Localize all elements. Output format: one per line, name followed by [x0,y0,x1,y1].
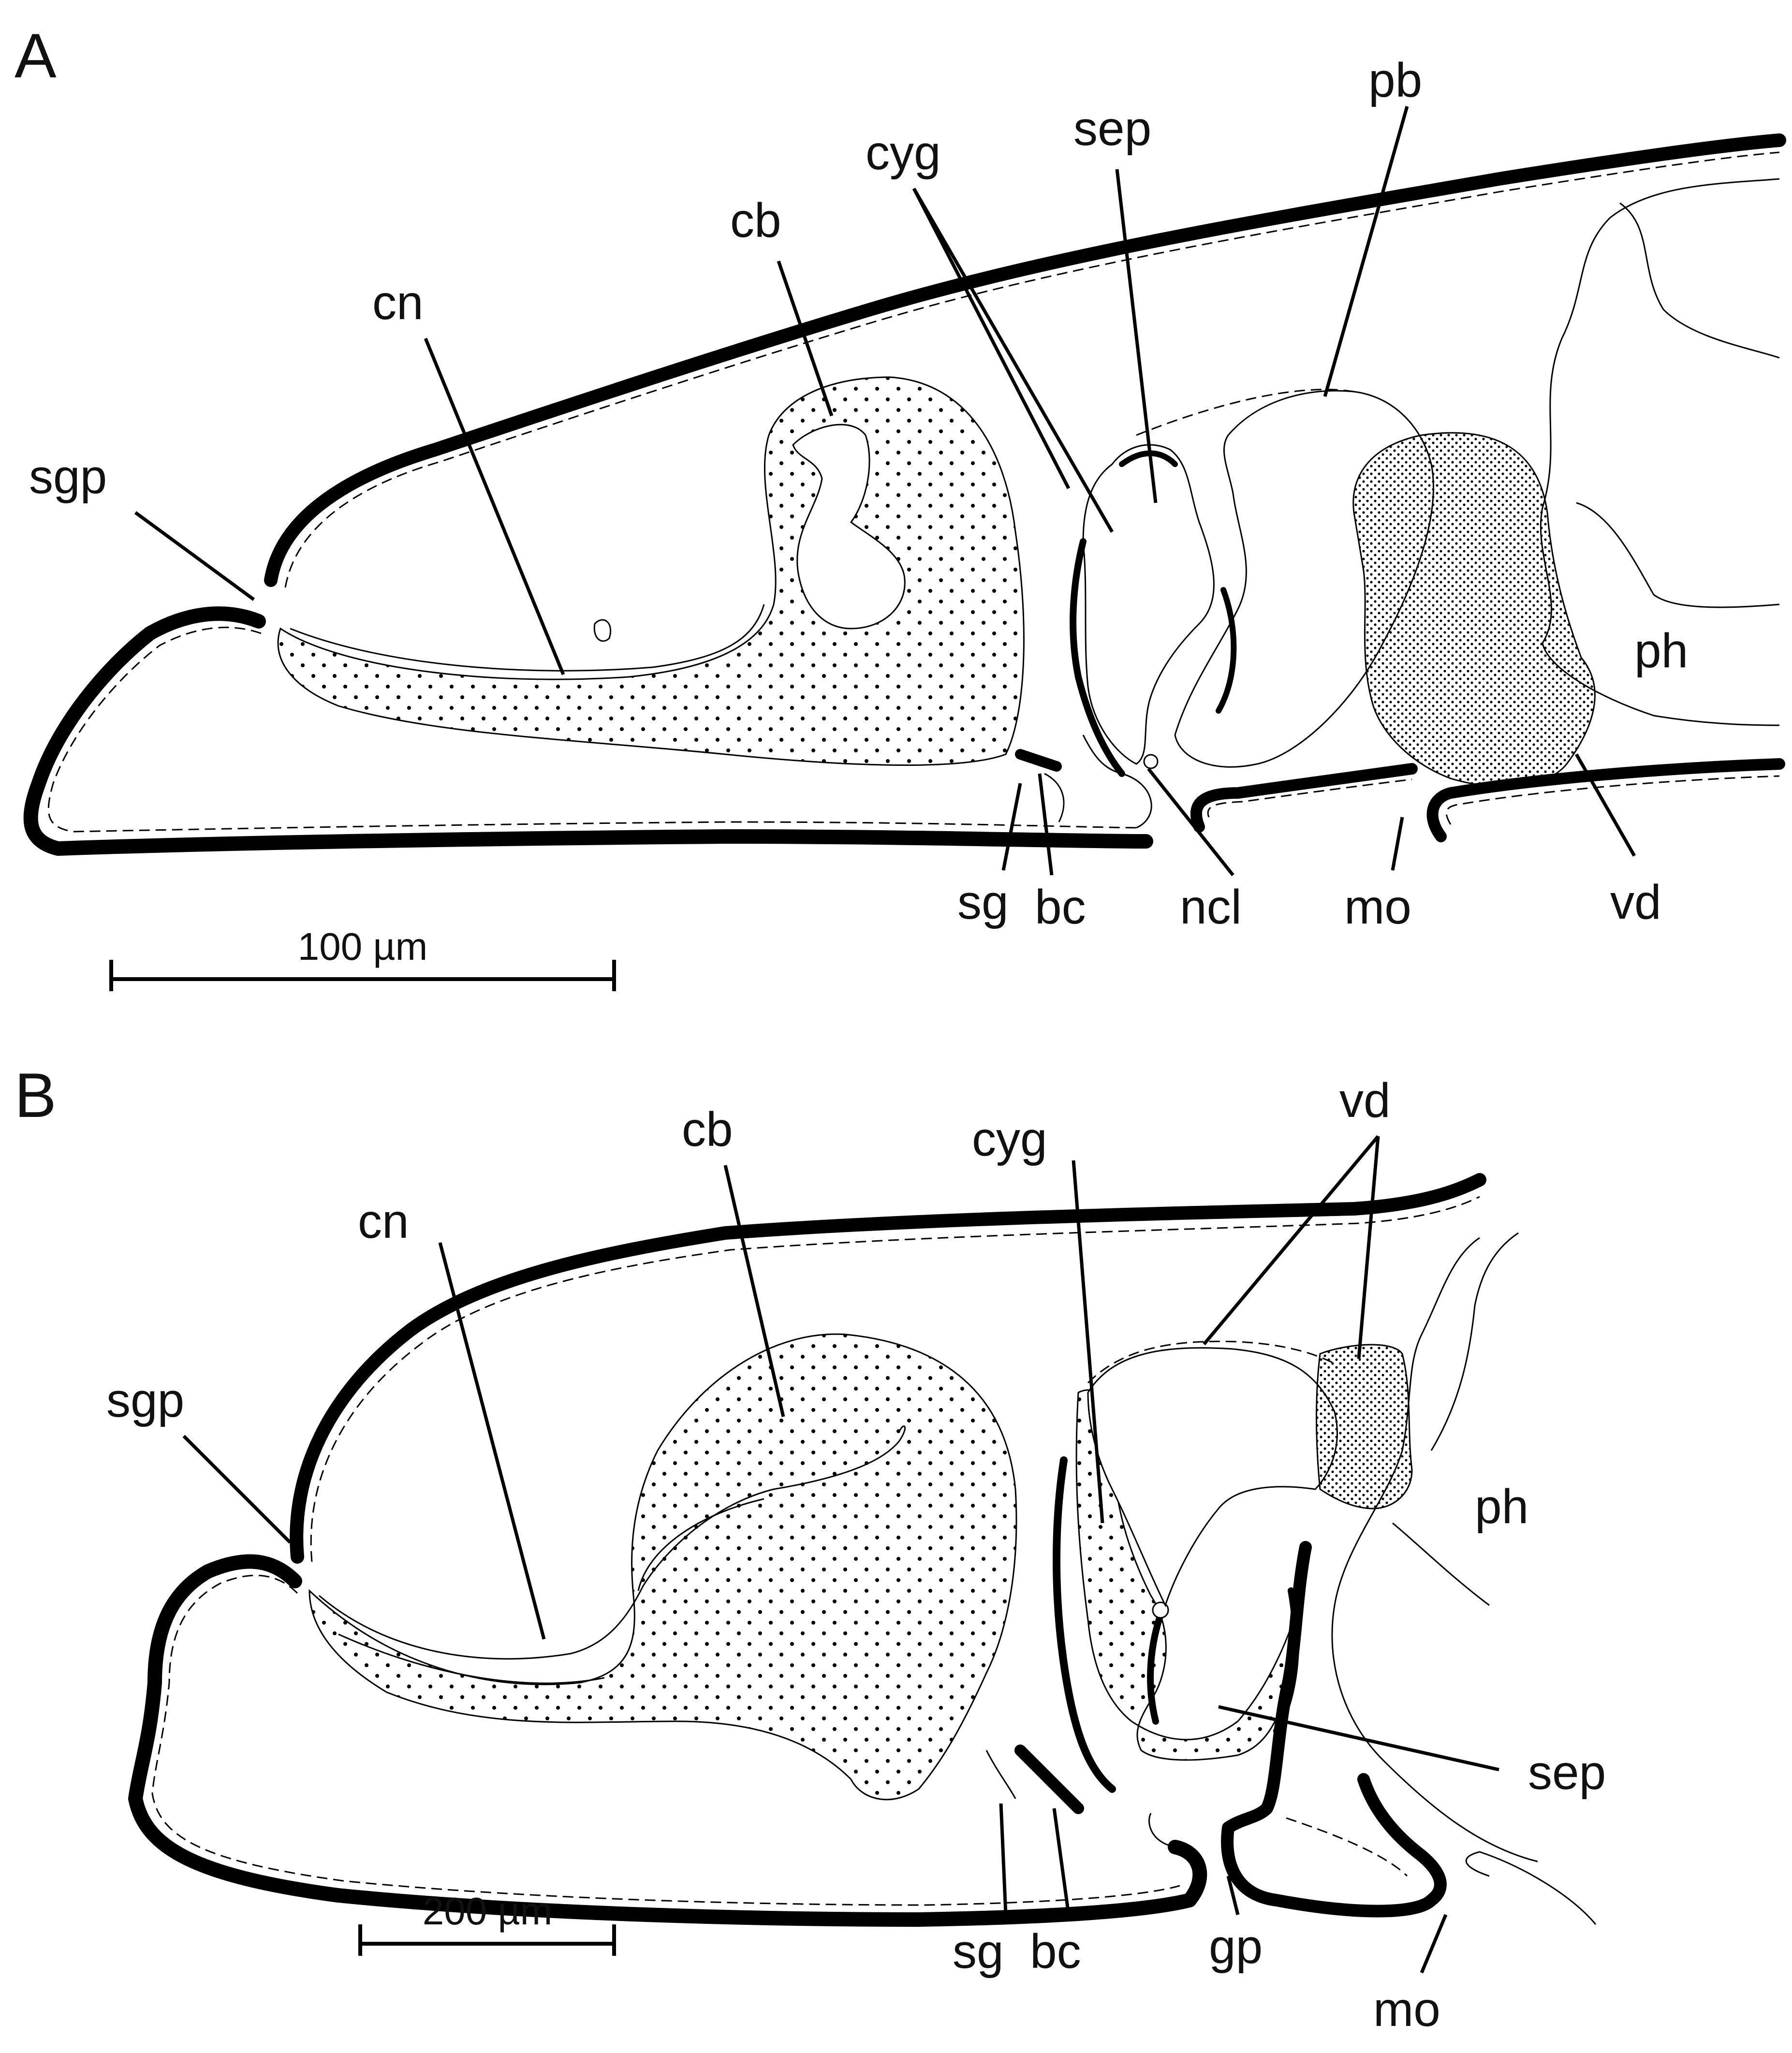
leader-cyg-a-1 [912,188,1071,489]
leader-sep-b [1218,1705,1499,1772]
leader-cn-a [424,337,565,675]
leader-pb-a [1323,106,1409,397]
panel-a: A [15,20,1786,991]
ventral-body-wall-b [128,1554,1207,1927]
leader-sgp-b [182,1435,292,1544]
leader-ncl-a [1147,767,1234,877]
leader-gp-b [1226,1876,1240,1915]
dorsal-body-wall-a [264,133,1786,587]
cyanophil-gland-b [1075,1389,1307,1761]
leader-sg-b [999,1803,1008,1915]
label-sep-a: sep [1073,102,1151,156]
label-vd-b: vd [1339,1073,1391,1128]
copulatory-bursa-a [277,376,1025,766]
leader-sep-a [1115,169,1158,503]
scale-bar-a: 100 µm [109,925,616,991]
ventral-wall-posterior-a [1190,763,1418,833]
label-gp-b: gp [1209,1920,1263,1974]
leader-cn-b [438,1242,546,1640]
copulatory-bursa-b [308,1333,1017,1801]
ventral-body-wall-a [23,606,1153,856]
leader-cb-b [723,1165,785,1417]
bursa-lumen-a [792,424,906,630]
bursal-canal-piece-a [1015,749,1062,772]
label-mo-b: mo [1373,1982,1440,2037]
leader-cyg-a-2 [912,188,1114,533]
panel-b: B [15,1060,1606,2037]
label-sgp-a: sgp [29,450,107,504]
label-mo-a: mo [1344,880,1411,934]
label-bc-b: bc [1030,1924,1081,1979]
label-ph-a: ph [1634,624,1688,678]
label-pb-a: pb [1368,53,1422,107]
leader-bc-b [1052,1808,1071,1915]
penis-bulb-b [1087,1347,1338,1607]
panel-b-letter: B [15,1060,57,1130]
label-sgp-b: sgp [106,1373,184,1427]
label-cn-a: cn [372,276,424,330]
leader-vd-a [1574,753,1636,857]
label-cyg-a: cyg [866,126,941,180]
leader-sgp-a [134,511,255,601]
leader-sg-a [1001,783,1022,871]
label-sg-a: sg [957,875,1009,929]
scale-bar-a-label: 100 µm [298,925,427,968]
label-sep-b: sep [1528,1745,1606,1800]
panel-a-letter: A [15,20,57,91]
leader-vd-b-2 [1357,1136,1380,1359]
label-cb-b: cb [682,1102,733,1157]
scale-bar-b-label: 200 µm [423,1890,552,1933]
leader-vd-b-1 [1203,1135,1380,1346]
label-cb-a: cb [730,193,781,248]
nucleus-marker-a [1143,754,1159,769]
vas-deferens-a [1352,432,1596,788]
bursal-canal-piece-b [1014,1745,1084,1814]
leader-cb-a [777,260,834,417]
leader-mo-a [1391,817,1404,871]
leader-cyg-b [1072,1160,1104,1524]
label-cn-b: cn [358,1194,409,1248]
pharynx-b [1331,1237,1538,1862]
label-ph-b: ph [1475,1480,1528,1534]
cyanophil-gland-a [1082,444,1215,765]
label-cyg-b: cyg [972,1112,1047,1166]
scale-bar-b: 200 µm [358,1890,616,1956]
pharynx-a [1540,178,1780,726]
label-ncl-a: ncl [1180,880,1242,934]
leader-mo-b [1420,1914,1448,1974]
vas-deferens-b [1316,1344,1413,1510]
dorsal-body-wall-b [290,1173,1486,1564]
leader-bc-a [1038,773,1054,876]
label-vd-a: vd [1610,875,1661,929]
nucleus-marker-b [1152,1601,1169,1619]
label-bc-a: bc [1035,880,1086,934]
label-sg-b: sg [953,1924,1004,1979]
